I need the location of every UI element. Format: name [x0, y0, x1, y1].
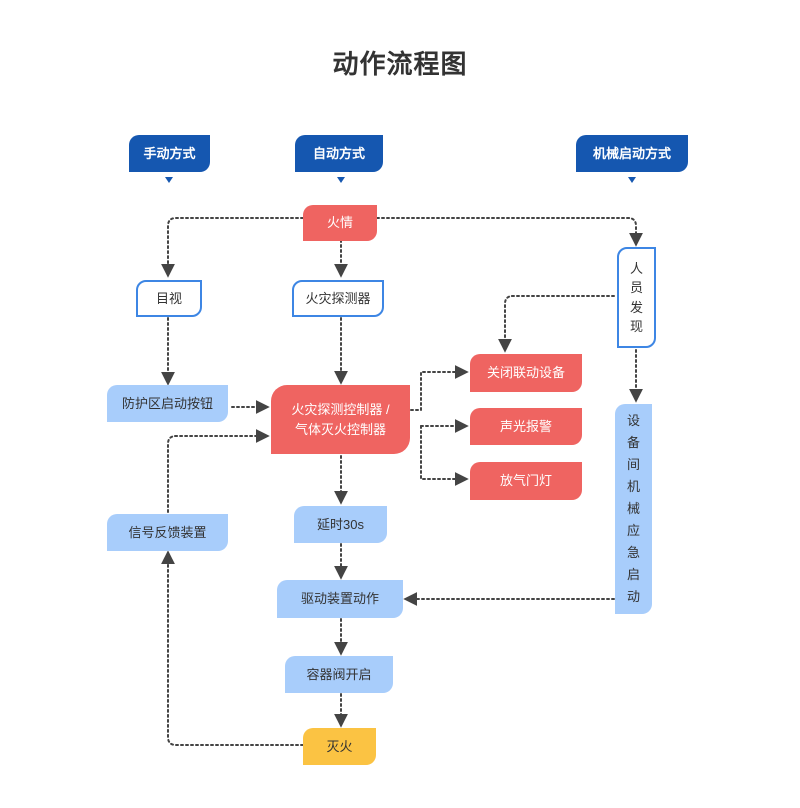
- page-title: 动作流程图: [332, 49, 468, 79]
- mode-mechanical: 机械启动方式: [576, 135, 688, 172]
- person-char-4: 现: [629, 319, 643, 334]
- node-delay: 延时30s: [294, 506, 387, 543]
- node-valve-open: 容器阀开启: [285, 656, 393, 693]
- node-drive: 驱动装置动作: [277, 580, 403, 618]
- node-controller: 火灾探测控制器 / 气体灭火控制器: [271, 385, 410, 454]
- mode-manual: 手动方式: [129, 135, 210, 172]
- node-extinguish: 灭火: [303, 728, 376, 765]
- room-char-1: 设: [626, 412, 640, 428]
- room-char-9: 动: [626, 589, 640, 605]
- pin-auto: [337, 177, 345, 183]
- edge-fire-person: [376, 217, 643, 247]
- node-visual: 目视: [136, 280, 202, 317]
- edge-fire-visual: [161, 217, 304, 278]
- room-char-3: 间: [626, 456, 640, 472]
- node-detector: 火灾探测器: [292, 280, 384, 317]
- node-room-emergency: 设 备 间 机 械 应 急 启 动: [615, 404, 652, 614]
- person-char-2: 员: [629, 280, 643, 295]
- room-char-5: 械: [626, 500, 640, 516]
- controller-line2: 气体灭火控制器: [294, 421, 386, 437]
- edge-feedback-controller: [167, 429, 270, 513]
- room-char-7: 急: [626, 545, 640, 561]
- room-char-6: 应: [626, 523, 640, 539]
- node-sound-light: 声光报警: [470, 408, 582, 445]
- pin-mechanical: [628, 177, 636, 183]
- person-char-1: 人: [629, 260, 643, 276]
- node-fire: 火情: [303, 205, 377, 241]
- edge-extinguish-feedback: [161, 550, 304, 746]
- edge-person-close: [498, 295, 615, 353]
- room-char-4: 机: [626, 478, 640, 494]
- mode-auto: 自动方式: [295, 135, 383, 172]
- edge-controller-lamp: [420, 425, 469, 486]
- node-person-found: 人 员 发 现: [617, 247, 656, 348]
- controller-line1: 火灾探测控制器 /: [291, 402, 390, 417]
- edge-controller-close: [410, 365, 469, 411]
- node-release-lamp: 放气门灯: [470, 462, 582, 500]
- room-char-8: 启: [626, 567, 640, 583]
- node-close-linked: 关闭联动设备: [470, 354, 582, 392]
- person-char-3: 发: [629, 299, 643, 315]
- pin-manual: [165, 177, 173, 183]
- node-zone-button: 防护区启动按钮: [107, 385, 228, 422]
- room-char-2: 备: [626, 434, 640, 450]
- node-feedback: 信号反馈装置: [107, 514, 228, 551]
